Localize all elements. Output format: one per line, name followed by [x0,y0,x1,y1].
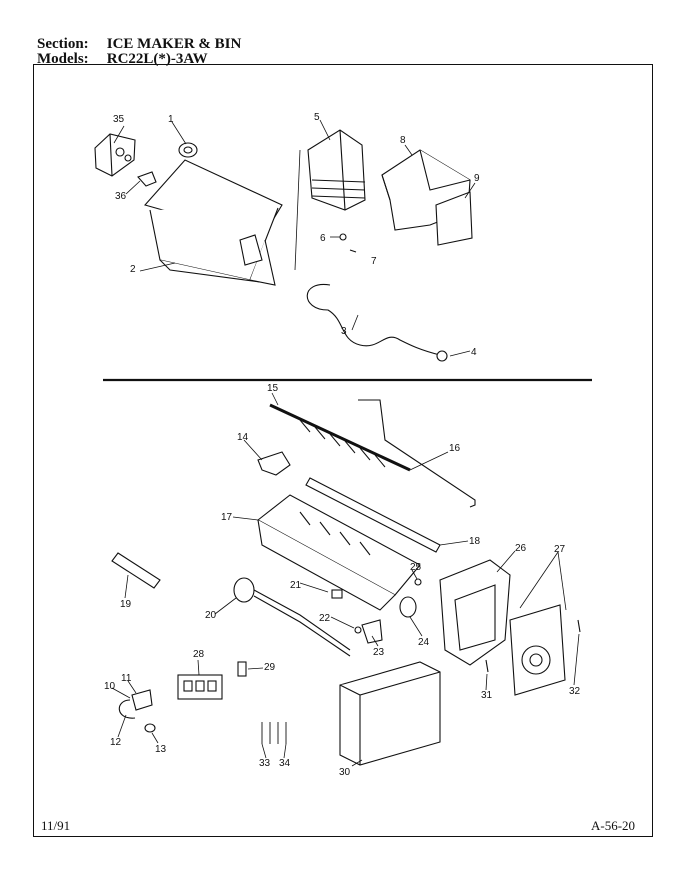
water-tube-part [306,283,441,356]
callout-11: 11 [121,673,132,684]
callout-19: 19 [120,599,132,610]
callout-27: 27 [554,544,566,555]
models-value: RC22L(*)-3AW [106,51,208,67]
callout-7: 7 [371,256,377,267]
section-label: Section: [37,36,89,52]
callout-12: 12 [110,737,122,748]
callout-15: 15 [267,383,279,394]
footer-page-code: A-56-20 [591,818,636,833]
section-row: Section: ICE MAKER & BIN [37,36,241,53]
callout-32: 32 [569,686,581,697]
callout-14: 14 [237,432,249,443]
callout-3: 3 [341,326,347,337]
callout-8: 8 [400,135,406,146]
bracket-part [94,133,136,177]
callout-29: 29 [264,662,276,673]
callout-28: 28 [193,649,205,660]
pad-part [435,191,473,246]
callout-21: 21 [290,580,302,591]
arm-part [257,451,291,476]
callout-10: 10 [104,681,116,692]
callout-2: 2 [130,264,136,275]
callout-17: 17 [221,512,233,523]
callout-9: 9 [474,173,480,184]
callout-20: 20 [205,610,217,621]
callout-31: 31 [481,690,493,701]
callout-25: 25 [410,562,422,573]
models-row: Models: RC22L(*)-3AW [37,51,208,68]
callout-23: 23 [373,647,385,658]
callout-34: 34 [279,758,291,769]
callout-16: 16 [449,443,461,454]
callout-36: 36 [115,191,127,202]
ejector-part [269,403,411,472]
callout-13: 13 [155,744,167,755]
thermostat-part [233,577,255,603]
ice-bin-part [144,159,283,286]
callout-4: 4 [471,347,477,358]
callout-26: 26 [515,543,527,554]
valve-part [118,689,156,733]
callout-22: 22 [319,613,331,624]
callout-35: 35 [113,114,125,125]
callout-1: 1 [168,114,174,125]
heater-part [358,399,476,508]
fill-cup-part [178,142,198,158]
fill-tube-part [111,552,161,589]
section-title: ICE MAKER & BIN [106,36,242,52]
footer-date: 11/91 [41,818,71,833]
clip-part [137,171,157,187]
models-label: Models: [37,51,89,67]
bin-box-part [339,661,441,766]
callout-18: 18 [469,536,481,547]
callout-6: 6 [320,233,326,244]
callout-33: 33 [259,758,271,769]
motor-housing-part [439,559,511,666]
cover-part [307,129,366,211]
stripper-part [305,477,441,553]
callout-24: 24 [418,637,430,648]
relay-part [177,674,223,700]
mold-part [257,494,421,611]
harness-part [253,589,351,657]
callout-5: 5 [314,112,320,123]
diagram-frame [33,64,653,837]
callout-30: 30 [339,767,351,778]
motor-plate-part [509,604,566,696]
part-callouts: 1 2 3 4 5 6 7 8 9 10 11 12 13 14 15 16 1… [104,112,581,778]
